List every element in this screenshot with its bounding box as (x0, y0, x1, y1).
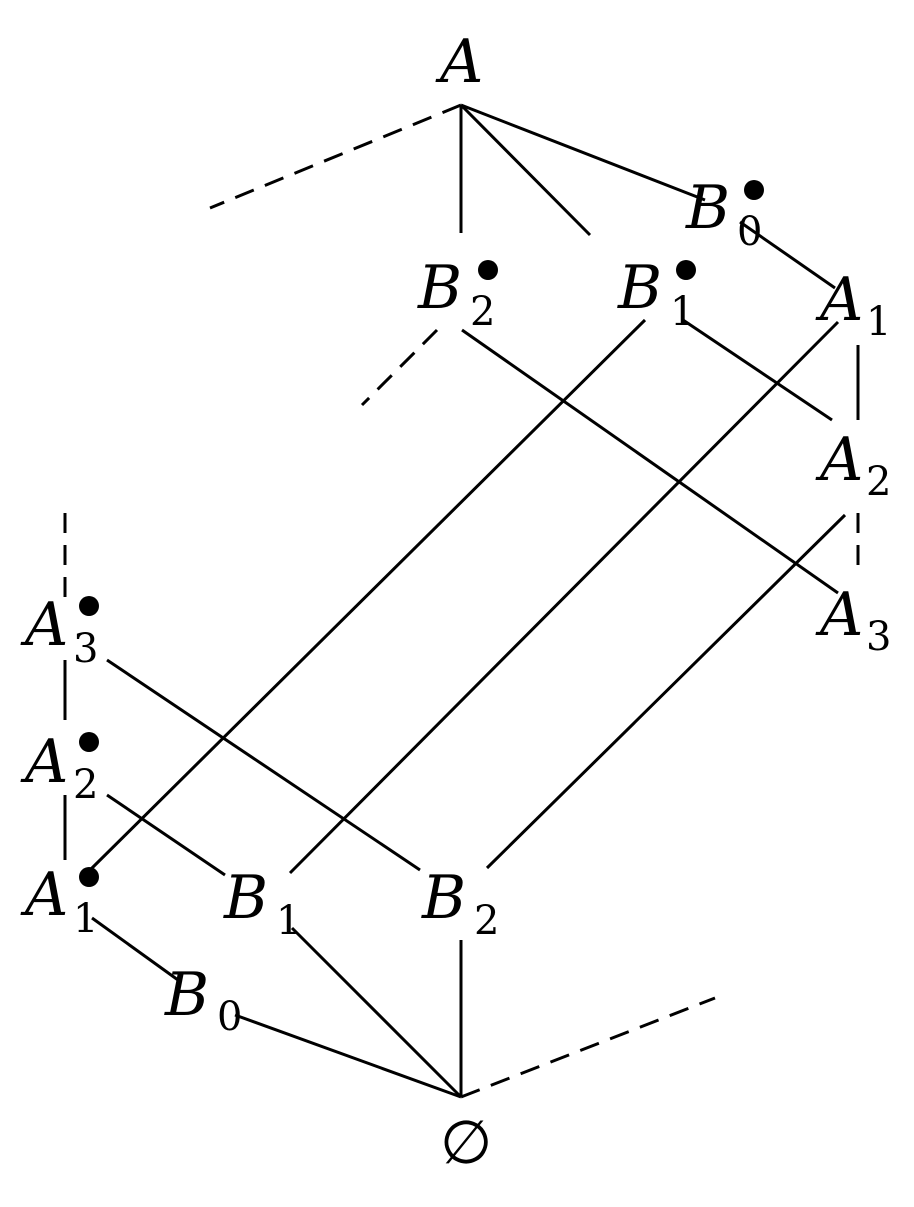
node-subscript: 3 (73, 626, 98, 672)
bullet-icon (79, 732, 99, 752)
node-label: A (20, 727, 68, 797)
edge (290, 926, 463, 1099)
edge (234, 1013, 462, 1099)
node-B0-bullet: B 0 (685, 173, 764, 255)
edge (739, 220, 836, 290)
node-subscript: 3 (866, 614, 891, 660)
node-label: B (421, 863, 466, 933)
node-label: ∅ (440, 1108, 492, 1178)
edge (485, 513, 847, 870)
node-subscript: 0 (737, 209, 762, 255)
node-empty-set: ∅ (440, 1108, 492, 1178)
edge (106, 793, 226, 877)
edge (106, 658, 421, 872)
node-label: A (20, 860, 68, 930)
node-subscript: 2 (73, 762, 98, 808)
node-B2: B 2 (421, 863, 499, 944)
node-subscript: 1 (276, 898, 301, 944)
node-subscript: 1 (866, 299, 891, 345)
bullet-icon (676, 260, 696, 280)
node-A2: A 2 (815, 425, 891, 505)
dashed-edge (360, 328, 439, 407)
node-A1: A 1 (815, 265, 891, 345)
bullet-icon (79, 596, 99, 616)
node-label: B (685, 173, 730, 243)
edge (459, 103, 592, 237)
node-subscript: 2 (866, 459, 891, 505)
dashed-edge (209, 103, 462, 210)
bullet-icon (744, 180, 764, 200)
node-label: B (223, 863, 268, 933)
edge (460, 103, 706, 202)
dashed-edge (460, 996, 716, 1099)
node-subscript: 0 (217, 994, 242, 1040)
bullet-icon (79, 867, 99, 887)
node-subscript: 1 (670, 289, 695, 335)
edge (91, 916, 179, 982)
edge (682, 318, 833, 422)
node-label: A (815, 580, 863, 650)
node-subscript: 2 (470, 289, 495, 335)
node-label: A (20, 590, 68, 660)
node-A: A (435, 27, 483, 97)
bullet-icon (478, 260, 498, 280)
node-B1-bullet: B 1 (617, 253, 696, 335)
edge (461, 328, 839, 595)
node-A3: A 3 (815, 580, 891, 660)
node-label: A (815, 265, 863, 335)
edges (63, 103, 860, 1099)
node-A1-bullet: A 1 (20, 860, 99, 942)
node-A2-bullet: A 2 (20, 727, 99, 808)
node-B2-bullet: B 2 (417, 253, 498, 335)
node-label: B (417, 253, 462, 323)
node-subscript: 2 (474, 898, 499, 944)
node-label: B (617, 253, 662, 323)
node-subscript: 1 (73, 896, 98, 942)
node-B1: B 1 (223, 863, 301, 944)
node-label: A (815, 425, 863, 495)
node-label: B (164, 960, 209, 1030)
edge (288, 320, 840, 875)
node-label: A (435, 27, 483, 97)
node-B0: B 0 (164, 960, 242, 1040)
edge (88, 318, 647, 872)
node-A3-bullet: A 3 (20, 590, 99, 672)
